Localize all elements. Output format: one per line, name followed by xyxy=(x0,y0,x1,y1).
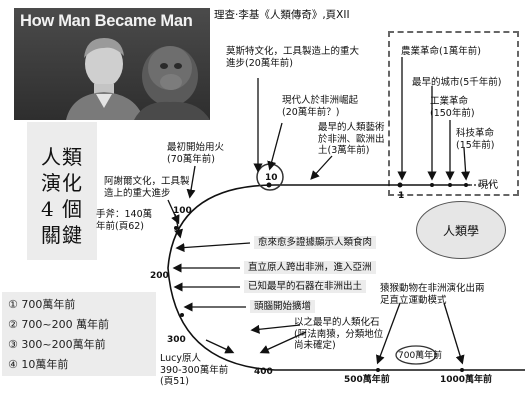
annotation-brain: 頭腦開始擴增 xyxy=(250,300,316,313)
oval-label: 人類學 xyxy=(442,224,479,238)
tick-400: 400 xyxy=(254,367,273,377)
side-title-box: 人類 演化 4 個 關鍵 xyxy=(27,122,97,260)
list-item: ① 700萬年前 xyxy=(8,298,76,311)
modern-label: 現代 xyxy=(478,180,498,191)
tick-700: 700萬年前 xyxy=(398,351,443,361)
annotation-mousterian: 莫斯特文化，工具製造上的重大 進步(20萬年前) xyxy=(226,46,360,69)
side-title: 人類 演化 4 個 關鍵 xyxy=(40,145,84,247)
annotation-handaxe: 手斧：140萬 年前(頁62) xyxy=(96,209,153,232)
list-item: ③ 300~200萬年前 xyxy=(8,338,106,351)
annotation-tech: 科技革命 (15年前) xyxy=(456,128,495,151)
tick-10: 10 xyxy=(265,173,278,183)
annotation-agriculture: 農業革命(1萬年前) xyxy=(401,46,481,57)
banner-title: How Man Became Man xyxy=(20,12,193,30)
source-caption: 理查‧李基《人類傳奇》,頁XII xyxy=(214,9,350,21)
cover-portraits-illustration xyxy=(66,38,210,120)
timeline-point-3 xyxy=(448,183,452,187)
annotation-stone-tools: 已知最早的石器在非洲出土 xyxy=(244,280,367,293)
tick-200: 200 xyxy=(150,271,169,281)
annotation-primate: 猿猴動物在非洲演化出兩 足直立運動模式 xyxy=(380,283,485,306)
anthropology-oval: 人類學 xyxy=(416,201,506,259)
book-cover-banner: How Man Became Man xyxy=(14,8,210,120)
tick-100: 100 xyxy=(173,206,192,216)
annotation-erectus: 直立原人跨出非洲，進入亞洲 xyxy=(244,261,376,274)
timeline-point-1 xyxy=(397,182,403,188)
annotation-acheulean: 阿謝爾文化，工具製 造上的重大進步 xyxy=(104,176,190,199)
timeline-point-5 xyxy=(266,182,272,188)
timeline-point-9 xyxy=(460,368,464,372)
annotation-lucy: Lucy原人 390-300萬年前 (頁51) xyxy=(160,353,229,387)
tick-500: 500萬年前 xyxy=(344,375,390,385)
tick-1000: 1000萬年前 xyxy=(440,375,493,385)
annotation-fire: 最初開始用火 (70萬年前) xyxy=(167,142,225,165)
tick-1: 1 xyxy=(398,191,405,201)
list-item: ④ 10萬年前 xyxy=(8,358,69,371)
annotation-industrial: 工業革命 (150年前) xyxy=(430,96,475,119)
timeline-point-8 xyxy=(376,368,380,372)
timeline-point-4 xyxy=(464,183,468,187)
timeline-point-2 xyxy=(430,183,434,187)
highlight-700 xyxy=(395,345,437,365)
recent-history-highlight xyxy=(388,31,519,196)
timeline-curve xyxy=(167,184,525,371)
annotation-cities: 最早的城市(5千年前) xyxy=(412,77,502,88)
annotation-earliest-art: 最早的人類藝術 於非洲、歐洲出 土(3萬年前) xyxy=(318,122,385,156)
timeline-point-7 xyxy=(180,313,184,317)
tick-300: 300 xyxy=(167,335,186,345)
annotation-cannibal: 愈來愈多證據顯示人類食肉 xyxy=(254,236,377,249)
list-item: ② 700~200 萬年前 xyxy=(8,318,110,331)
annotation-modern-human: 現代人於非洲崛起 (20萬年前？) xyxy=(282,95,359,118)
key-points-list: ① 700萬年前 ② 700~200 萬年前 ③ 300~200萬年前 ④ 10… xyxy=(2,292,156,376)
annotation-earliest-fossil: 以之最早的人類化石 (阿法南猿，分類地位 尚未確定) xyxy=(294,317,384,351)
